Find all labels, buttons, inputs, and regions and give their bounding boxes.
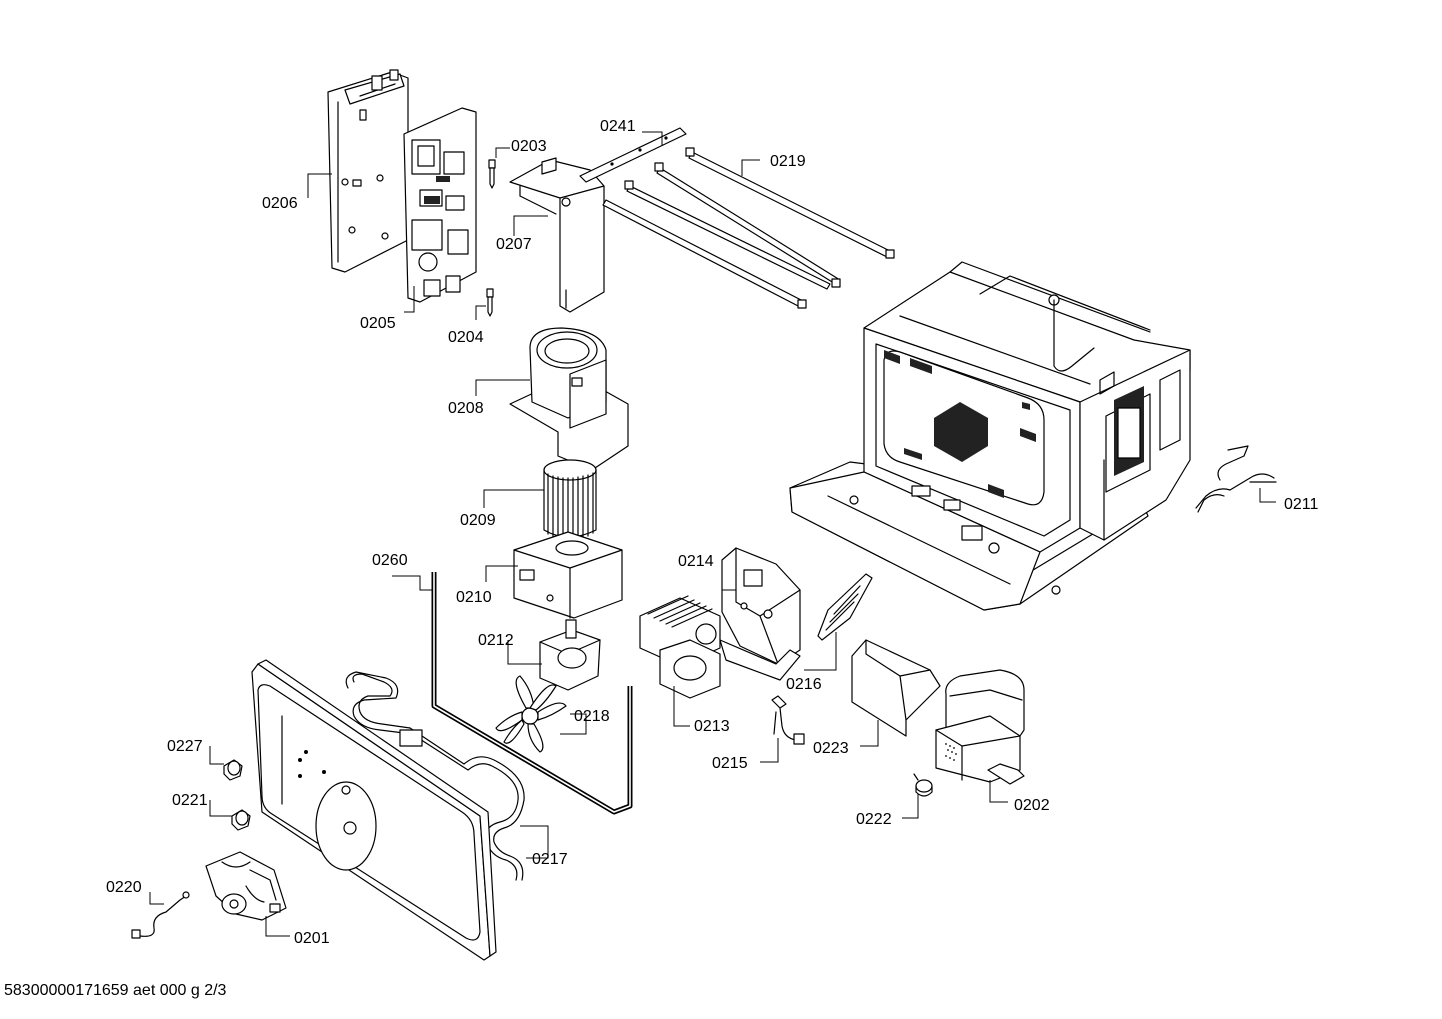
part-0260-door-seal	[431, 572, 633, 815]
part-0217-grill-heater	[345, 671, 525, 881]
part-0241-bracket-bar	[579, 127, 687, 183]
callout-0221: 0221	[172, 792, 208, 809]
callout-labels: 0241 0203 0219 0206 0207 0205 0204 0208 …	[106, 118, 1319, 947]
callout-0218: 0218	[574, 708, 610, 725]
part-0218-fan-blade	[495, 675, 567, 753]
part-0203-screw	[488, 159, 496, 189]
callout-0213: 0213	[694, 718, 730, 735]
callout-0206: 0206	[262, 195, 298, 212]
callout-0219: 0219	[770, 153, 806, 170]
leader-lines	[149, 131, 1276, 937]
callout-0210: 0210	[456, 589, 492, 606]
part-oven-cavity	[789, 261, 1191, 611]
part-0216-air-deflector	[817, 573, 873, 641]
callout-0227: 0227	[167, 738, 203, 755]
callout-0216: 0216	[786, 676, 822, 693]
part-door-panel	[251, 659, 497, 961]
part-0220-sensor-wire	[131, 891, 190, 939]
part-0209-blower-wheel	[543, 459, 597, 541]
callout-0222: 0222	[856, 811, 892, 828]
part-0219-heating-rods	[602, 147, 895, 309]
callout-0201: 0201	[294, 930, 330, 947]
part-0204-screw	[486, 288, 494, 317]
callout-0203: 0203	[511, 138, 547, 155]
part-0222-thermostat	[913, 773, 933, 797]
part-0221-knob	[231, 809, 251, 831]
part-0223-cover-plate	[851, 639, 941, 737]
part-0213-capacitor-module	[639, 595, 801, 699]
callout-0211: 0211	[1284, 496, 1319, 513]
part-0208-blower-housing	[509, 327, 629, 471]
callout-0202: 0202	[1014, 797, 1050, 814]
callout-0205: 0205	[360, 315, 396, 332]
callout-0220: 0220	[106, 879, 142, 896]
part-0211-wire	[1195, 445, 1277, 513]
part-0214-cover	[721, 547, 801, 665]
callout-0208: 0208	[448, 400, 484, 417]
callout-0214: 0214	[678, 553, 714, 570]
part-0207-fan-housing	[509, 157, 605, 313]
callout-0215: 0215	[712, 755, 748, 772]
document-code: 58300000171659 aet 000 g 2/3	[4, 982, 227, 999]
callout-0204: 0204	[448, 329, 484, 346]
callout-0241: 0241	[600, 118, 636, 135]
part-0212-fan-motor	[539, 619, 601, 691]
part-0201-switch-assembly	[205, 851, 287, 921]
callout-0217: 0217	[532, 851, 568, 868]
callout-0209: 0209	[460, 512, 496, 529]
callout-0223: 0223	[813, 740, 849, 757]
callout-0212: 0212	[478, 632, 514, 649]
callout-0207: 0207	[496, 236, 532, 253]
callout-0260: 0260	[372, 552, 408, 569]
part-0215-wire-harness	[771, 695, 805, 745]
part-0206-electronics-bracket	[327, 69, 409, 273]
part-0202-magnetron	[935, 669, 1025, 785]
part-0210-motor-bracket	[513, 531, 623, 619]
part-0227-knob	[223, 759, 243, 781]
part-0205-control-board	[403, 107, 477, 303]
